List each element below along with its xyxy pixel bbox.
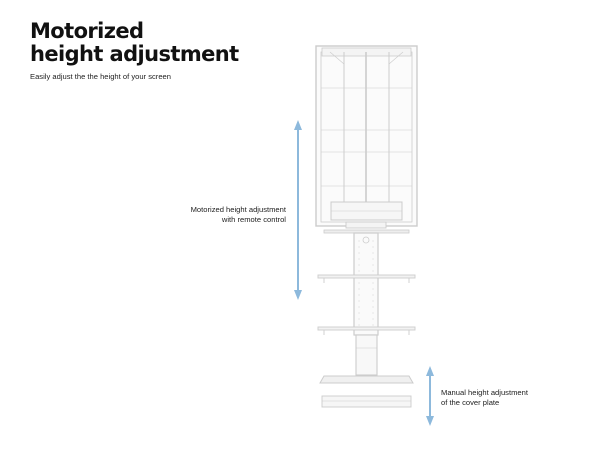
arrow-down-icon (294, 290, 302, 300)
arrow-up-icon (294, 120, 302, 130)
motorized-label-line-1: Motorized height adjustment (190, 205, 286, 214)
arrow-down-icon (426, 416, 434, 426)
page-title: Motorized height adjustment (30, 20, 239, 66)
upper-shelf (317, 274, 416, 283)
title-line-2: height adjustment (30, 42, 239, 66)
cover-plate (319, 375, 414, 384)
page-subtitle: Easily adjust the the height of your scr… (30, 72, 171, 81)
motorized-height-arrow (294, 120, 302, 300)
manual-label-line-1: Manual height adjustment (441, 388, 528, 397)
title-line-1: Motorized (30, 19, 144, 43)
manual-label-line-2: of the cover plate (441, 398, 500, 407)
screen-frame (315, 45, 418, 227)
motorized-label-line-2: with remote control (221, 215, 286, 224)
floor-base (321, 395, 412, 408)
lower-shelf (317, 326, 416, 335)
arrow-up-icon (426, 366, 434, 376)
stand-column (353, 232, 379, 376)
manual-adjustment-label: Manual height adjustment of the cover pl… (441, 388, 551, 408)
motorized-adjustment-label: Motorized height adjustment with remote … (168, 205, 286, 225)
manual-height-arrow (426, 366, 434, 426)
